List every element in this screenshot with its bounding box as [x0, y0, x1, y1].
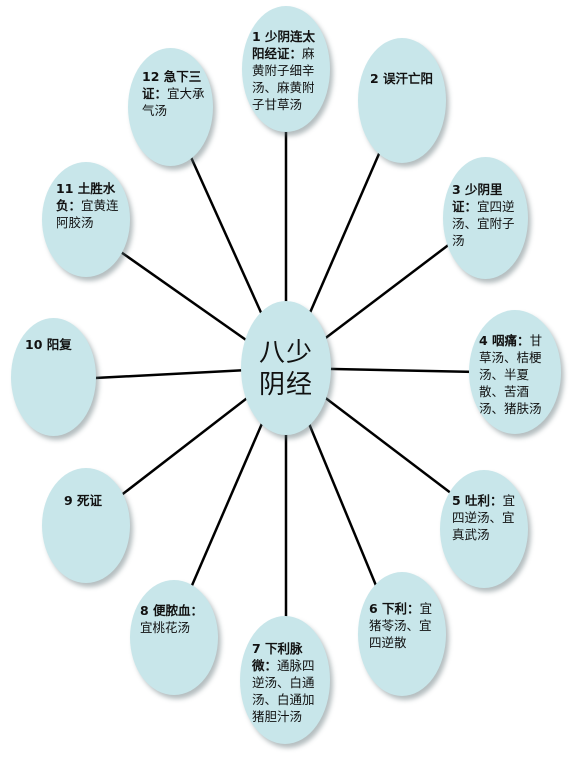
node-4-text: 甘草汤、桔梗汤、半夏散、苦酒汤、猪肤汤 [479, 333, 543, 416]
node-1: 1 少阴连太阳经证：麻黄附子细辛汤、麻黄附子甘草汤 [242, 6, 330, 132]
node-6-heading: 6 下利： [369, 601, 420, 616]
center-title-line2: 阴经 [258, 370, 313, 400]
node-9: 9 死证 [42, 468, 130, 583]
node-4-heading: 4 咽痛： [479, 333, 530, 348]
node-4: 4 咽痛：甘草汤、桔梗汤、半夏散、苦酒汤、猪肤汤 [469, 310, 561, 434]
node-10-heading: 10 阳复 [25, 337, 72, 352]
node-6: 6 下利：宜猪苓汤、宜四逆散 [358, 572, 446, 696]
node-11-heading: 11 土胜水负： [56, 181, 116, 213]
node-3-text: 宜四逆汤、宜附子汤 [452, 199, 515, 248]
node-11: 11 土胜水负：宜黄连阿胶汤 [42, 162, 130, 277]
node-8: 8 便脓血： 宜桃花汤 [130, 580, 218, 695]
node-9-heading: 9 死证 [64, 493, 103, 508]
node-2: 2 误汗亡阳 [358, 38, 446, 163]
node-8-heading: 8 便脓血： [140, 603, 204, 618]
node-2-heading: 2 误汗亡阳 [370, 71, 434, 86]
node-5-text: 宜四逆汤、宜真武汤 [452, 493, 516, 542]
node-8-text: 宜桃花汤 [140, 620, 191, 635]
node-11-text: 宜黄连阿胶汤 [56, 198, 119, 230]
center-title-line1: 八少 [258, 338, 313, 368]
node-12: 12 急下三证：宜大承气汤 [128, 48, 213, 166]
node-7: 7 下利脉微：通脉四逆汤、白通汤、白通加猪胆汁汤 [240, 616, 330, 744]
node-7-text: 通脉四逆汤、白通汤、白通加猪胆汁汤 [252, 658, 315, 724]
node-1-heading: 1 少阴连太阳经证： [252, 29, 316, 61]
node-12-text: 宜大承气汤 [142, 86, 205, 118]
center-node: 八少 阴经 [241, 301, 331, 435]
node-7-heading: 7 下利脉微： [252, 641, 303, 673]
node-3-heading: 3 少阴里证： [452, 182, 503, 214]
node-5-heading: 5 吐利： [452, 493, 503, 508]
node-3: 3 少阴里证：宜四逆汤、宜附子汤 [443, 157, 528, 279]
node-6-text: 宜猪苓汤、宜四逆散 [369, 601, 433, 650]
node-5: 5 吐利：宜四逆汤、宜真武汤 [440, 470, 528, 588]
node-12-heading: 12 急下三证： [142, 69, 202, 101]
node-1-text: 麻黄附子细辛汤、麻黄附子甘草汤 [252, 46, 315, 112]
node-10: 10 阳复 [11, 318, 96, 436]
